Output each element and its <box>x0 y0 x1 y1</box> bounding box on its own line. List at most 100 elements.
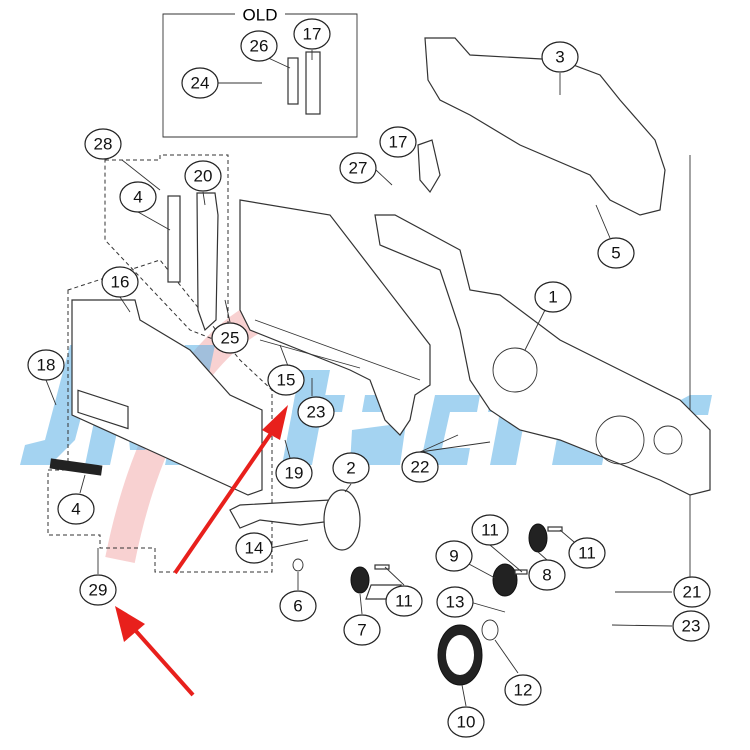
group-29-outline <box>47 259 273 573</box>
callout-number: 7 <box>357 621 366 640</box>
callout-11: 11 <box>471 514 509 546</box>
callout-circle <box>534 281 572 313</box>
callout-25: 25 <box>211 322 249 354</box>
washer-6 <box>292 558 304 572</box>
callout-circle <box>471 514 509 546</box>
callout-17: 17 <box>379 126 417 158</box>
callout-circle <box>343 614 381 646</box>
callout-19: 19 <box>275 457 313 489</box>
callout-16: 16 <box>101 266 139 298</box>
callout-number: 29 <box>89 581 108 600</box>
callout-number: 3 <box>555 48 564 67</box>
callout-number: 23 <box>307 403 326 422</box>
callout-23: 23 <box>297 396 335 428</box>
callout-11: 11 <box>385 585 423 617</box>
callout-number: 10 <box>457 713 476 732</box>
leader-lines <box>45 82 673 707</box>
callout-number: 20 <box>194 167 213 186</box>
washer-12 <box>481 619 499 641</box>
callout-number: 26 <box>250 37 269 56</box>
part-3-cover <box>424 37 666 216</box>
callout-circle <box>184 160 222 192</box>
callout-2: 2 <box>332 452 370 484</box>
red-arrowhead-29 <box>115 606 145 642</box>
callout-6: 6 <box>279 590 317 622</box>
callout-number: 6 <box>293 597 302 616</box>
callout-circle <box>235 532 273 564</box>
callout-number: 11 <box>481 521 499 540</box>
callout-number: 11 <box>578 544 596 563</box>
callout-18: 18 <box>27 349 65 381</box>
callout-number: 18 <box>37 356 56 375</box>
old-parts-box: OLD <box>162 6 358 138</box>
callout-13: 13 <box>436 586 474 618</box>
callout-circle <box>435 540 473 572</box>
callout-number: 17 <box>389 133 408 152</box>
gear-8 <box>528 523 548 553</box>
callout-circle <box>84 128 122 160</box>
callout-circle <box>447 706 485 738</box>
callout-circle <box>339 152 377 184</box>
callout-15: 15 <box>267 364 305 396</box>
group-28-outline <box>104 154 229 346</box>
callout-1: 1 <box>534 281 572 313</box>
callout-circle <box>211 322 249 354</box>
callout-number: 1 <box>548 288 557 307</box>
callout-number: 5 <box>611 244 620 263</box>
callout-number: 2 <box>346 459 355 478</box>
callout-22: 22 <box>401 451 439 483</box>
callout-circle <box>101 266 139 298</box>
callout-circle <box>672 610 710 642</box>
callout-circle <box>504 674 542 706</box>
callout-number: 13 <box>446 593 465 612</box>
callout-circle <box>275 457 313 489</box>
red-arrowhead-15 <box>262 405 288 440</box>
callout-circle <box>541 41 579 73</box>
callout-circle <box>673 576 711 608</box>
callout-5: 5 <box>597 237 635 269</box>
callout-circle <box>297 396 335 428</box>
callout-17: 17 <box>293 18 331 50</box>
old-label: OLD <box>243 6 278 25</box>
part-1-body <box>374 214 711 496</box>
callout-23: 23 <box>672 610 710 642</box>
callout-circle <box>379 126 417 158</box>
callout-7: 7 <box>343 614 381 646</box>
part-16-plate <box>71 299 263 496</box>
callout-number: 11 <box>395 592 413 611</box>
callout-24: 24 <box>181 67 219 99</box>
part-15-frame <box>239 199 431 436</box>
callout-20: 20 <box>184 160 222 192</box>
callout-circle <box>528 559 566 591</box>
callout-28: 28 <box>84 128 122 160</box>
callout-circle <box>267 364 305 396</box>
callout-circle <box>568 537 606 569</box>
callout-21: 21 <box>673 576 711 608</box>
callout-circle <box>436 586 474 618</box>
callout-circle <box>27 349 65 381</box>
red-arrow-to-15 <box>173 430 274 575</box>
callout-number: 14 <box>245 539 264 558</box>
gear-7 <box>350 566 370 594</box>
callout-9: 9 <box>435 540 473 572</box>
callout-number: 15 <box>277 371 296 390</box>
red-arrows <box>115 405 288 697</box>
callout-number: 12 <box>514 681 533 700</box>
callout-number: 17 <box>303 25 322 44</box>
callout-27: 27 <box>339 152 377 184</box>
callout-number: 24 <box>191 74 210 93</box>
callout-circle <box>57 493 95 525</box>
callout-circle <box>279 590 317 622</box>
callout-number: 22 <box>411 458 430 477</box>
callout-circle <box>240 30 278 62</box>
red-arrow-to-29 <box>133 628 195 697</box>
callout-number: 4 <box>71 500 80 519</box>
callout-number: 9 <box>449 547 458 566</box>
gear-9 <box>492 563 518 597</box>
callout-11: 11 <box>568 537 606 569</box>
callout-29: 29 <box>79 574 117 606</box>
callout-number: 27 <box>349 159 368 178</box>
